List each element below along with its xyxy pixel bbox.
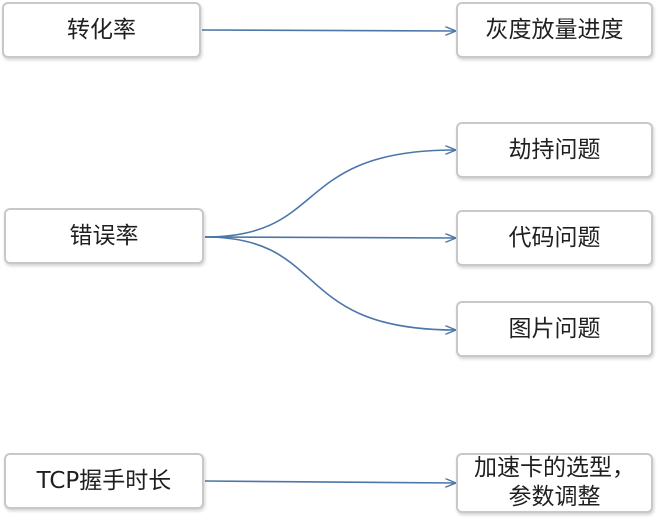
node-hijack-issue: 劫持问题 <box>456 122 653 178</box>
node-error-rate: 错误率 <box>4 208 204 264</box>
arrow-error-to-image <box>204 236 455 330</box>
node-conversion-rate: 转化率 <box>2 2 201 58</box>
node-image-issue-label: 图片问题 <box>508 315 601 342</box>
arrow-error-to-code <box>204 237 455 238</box>
arrow-conversion-to-gray-release <box>201 30 455 31</box>
node-acceleration-card-label: 加速卡的选型， 参数调整 <box>474 455 635 510</box>
node-tcp-handshake-time: TCP握手时长 <box>4 453 204 509</box>
node-code-issue-label: 代码问题 <box>508 224 601 251</box>
arrow-error-to-hijack <box>204 150 455 238</box>
arrow-tcp-to-acceleration <box>204 481 455 483</box>
node-tcp-handshake-time-label: TCP握手时长 <box>36 467 172 494</box>
node-code-issue: 代码问题 <box>456 210 653 266</box>
node-acceleration-card: 加速卡的选型， 参数调整 <box>456 453 653 513</box>
node-hijack-issue-label: 劫持问题 <box>508 136 601 163</box>
node-gray-release-progress-label: 灰度放量进度 <box>485 16 624 43</box>
node-conversion-rate-label: 转化率 <box>67 16 136 43</box>
node-gray-release-progress: 灰度放量进度 <box>456 2 653 58</box>
node-error-rate-label: 错误率 <box>69 222 139 249</box>
node-image-issue: 图片问题 <box>456 301 653 357</box>
